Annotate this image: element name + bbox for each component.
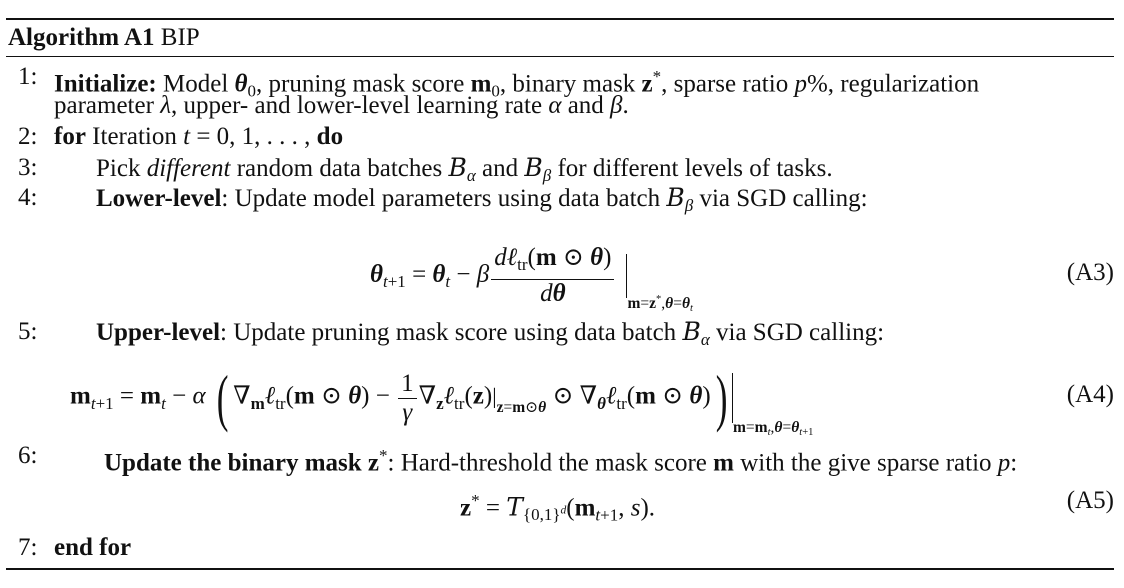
step-keyword: do bbox=[316, 123, 344, 150]
top-rule bbox=[6, 18, 1114, 20]
header-rule bbox=[6, 56, 1114, 57]
step-text: , regularization bbox=[827, 70, 980, 98]
step-number: 1: bbox=[18, 63, 38, 90]
step-text: and bbox=[561, 92, 611, 119]
step-text: Model bbox=[163, 70, 235, 98]
step-text: : Update pruning mask score using data b… bbox=[220, 319, 683, 346]
step-text: for different levels of tasks. bbox=[551, 155, 833, 182]
step-keyword: Update the binary mask bbox=[104, 449, 368, 477]
step-6-line: Update the binary mask z*: Hard-threshol… bbox=[104, 446, 1018, 477]
step-1-line-1: Initialize: Model θ0, pruning mask score… bbox=[54, 67, 980, 101]
step-text: via SGD calling: bbox=[709, 319, 885, 346]
step-text: . bbox=[622, 92, 629, 119]
step-text: , pruning mask score bbox=[256, 70, 471, 98]
step-text: with the give sparse ratio bbox=[733, 449, 998, 477]
step-keyword: end for bbox=[54, 534, 132, 561]
algorithm-title: Algorithm A1 BIP bbox=[8, 23, 200, 53]
step-4-line: Lower-level: Update model parameters usi… bbox=[96, 183, 868, 216]
step-text: Iteration bbox=[85, 123, 184, 150]
equation-a5: z* = T{0,1}d(mt+1, s). bbox=[460, 491, 656, 525]
step-text: , upper- and lower-level learning rate bbox=[171, 92, 549, 119]
step-number: 5: bbox=[18, 318, 38, 345]
step-7-line: end for bbox=[54, 533, 131, 563]
equation-label-a4: (A4) bbox=[1066, 381, 1114, 408]
equation-label-a5: (A5) bbox=[1066, 487, 1114, 514]
step-emphasis: different bbox=[146, 155, 231, 182]
step-keyword: for bbox=[54, 123, 86, 150]
step-2-line: for Iteration t = 0, 1, . . . , do bbox=[54, 123, 344, 150]
step-text: : Hard-threshold the mask score bbox=[387, 449, 714, 477]
step-3-line: Pick different random data batches Bα an… bbox=[96, 153, 833, 186]
step-text: and bbox=[475, 155, 525, 182]
step-5-line: Upper-level: Update pruning mask score u… bbox=[96, 317, 885, 350]
step-number: 2: bbox=[18, 123, 38, 150]
step-keyword: Upper-level bbox=[96, 319, 221, 346]
step-text: : Update model parameters using data bat… bbox=[221, 185, 667, 212]
algorithm-name: BIP bbox=[160, 24, 200, 51]
step-keyword: Lower-level bbox=[96, 185, 222, 212]
bottom-rule bbox=[6, 568, 1114, 570]
step-text: Pick bbox=[96, 155, 147, 182]
step-number: 7: bbox=[18, 534, 38, 561]
step-text: random data batches bbox=[230, 155, 449, 182]
algorithm-label: Algorithm A1 bbox=[8, 24, 155, 51]
step-number: 6: bbox=[18, 442, 38, 469]
step-text: parameter bbox=[54, 92, 161, 119]
step-number: 4: bbox=[18, 184, 38, 211]
step-1-line-2: parameter λ, upper- and lower-level lear… bbox=[54, 92, 629, 119]
step-text: via SGD calling: bbox=[693, 185, 868, 212]
step-text: : bbox=[1010, 449, 1018, 477]
step-text: , sparse ratio bbox=[661, 70, 795, 98]
step-number: 3: bbox=[18, 154, 38, 181]
step-text: , binary mask bbox=[499, 70, 642, 98]
step-keyword: Initialize: bbox=[54, 70, 157, 98]
equation-label-a3: (A3) bbox=[1066, 259, 1114, 286]
